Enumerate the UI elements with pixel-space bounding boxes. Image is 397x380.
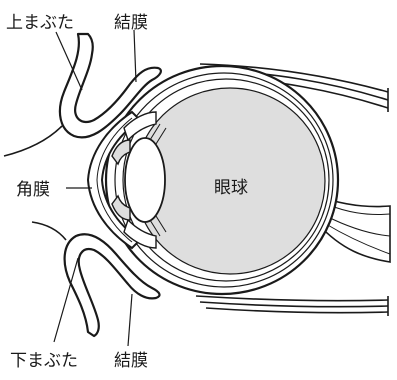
leader-conjunctiva-top bbox=[134, 30, 136, 82]
lower-eye-muscle bbox=[196, 296, 388, 316]
label-lower-eyelid: 下まぶた bbox=[10, 351, 78, 371]
label-conjunctiva-bottom: 結膜 bbox=[114, 351, 148, 371]
label-conjunctiva-top: 結膜 bbox=[114, 13, 148, 33]
leader-conjunctiva-bottom bbox=[128, 294, 132, 346]
lens bbox=[125, 138, 165, 222]
label-upper-eyelid: 上まぶた bbox=[6, 13, 74, 33]
label-cornea: 角膜 bbox=[16, 180, 50, 200]
label-eyeball: 眼球 bbox=[214, 178, 248, 198]
